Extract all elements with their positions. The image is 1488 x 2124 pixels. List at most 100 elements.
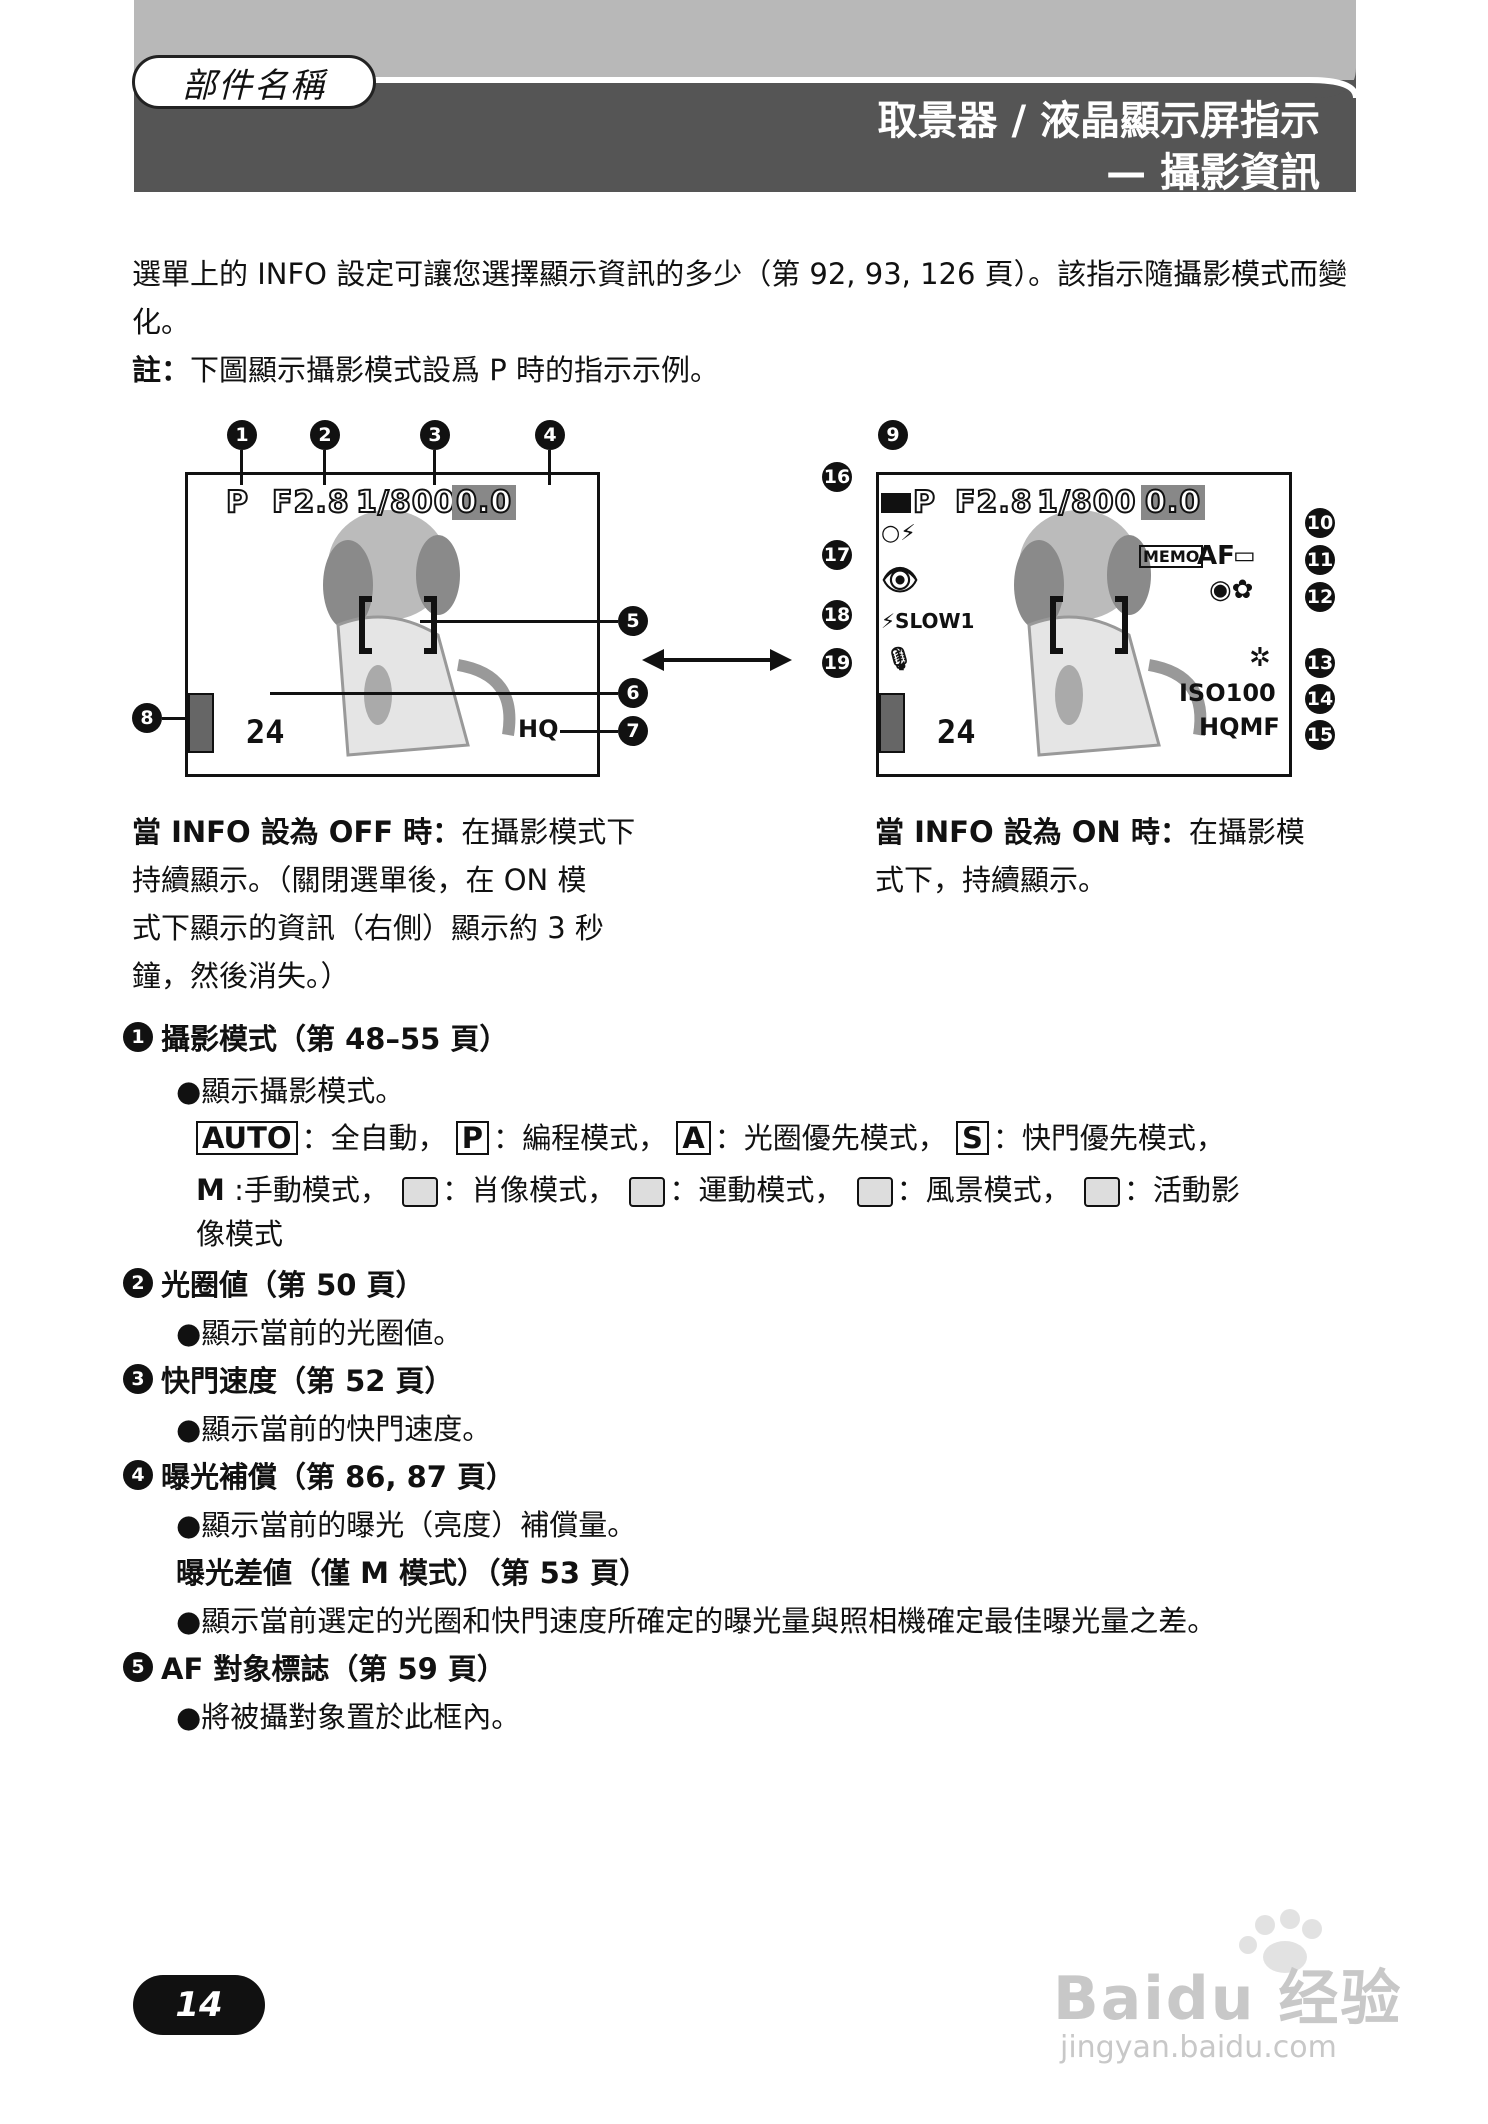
- lcd-right-diagram: P F2.8 1/800 0.0 ○⚡ 👁 ⚡SLOW1 🎙 MEMO AF ▭…: [876, 472, 1292, 777]
- callout-15: 15: [1305, 720, 1335, 750]
- iso-text: ISO100: [1179, 679, 1276, 707]
- item-title: 快門速度（第 52 頁）: [161, 1364, 454, 1398]
- movie-mode-icon: [1083, 1177, 1120, 1207]
- callout-18: 18: [822, 600, 852, 630]
- mode-text: 活動影: [1152, 1173, 1240, 1207]
- item-title: 光圈値（第 50 頁）: [161, 1268, 425, 1302]
- callout-4: 4: [535, 420, 565, 450]
- item-bullet: ●顯示當前的快門速度。: [176, 1412, 492, 1446]
- page-number: 14: [133, 1975, 265, 2035]
- item-number: 2: [123, 1268, 153, 1298]
- caption-off-bold: 當 INFO 設為 OFF 時：: [132, 815, 462, 849]
- frames-remaining: 24: [937, 713, 976, 751]
- mode-text: 全自動，: [330, 1121, 447, 1155]
- callout-5: 5: [618, 606, 648, 636]
- item-number: 4: [123, 1460, 153, 1490]
- lcd-exposure-text: 0.0: [452, 484, 517, 521]
- lcd-mode-text: P: [225, 484, 249, 521]
- item-bullet: ●將被攝對象置於此框內。: [176, 1700, 521, 1734]
- item-bullet: ●顯示當前的光圈値。: [176, 1316, 463, 1350]
- quality-mode: HQMF: [1199, 713, 1280, 741]
- battery-icon: [881, 493, 911, 513]
- metering-macro-icon: ◉✿: [1209, 575, 1254, 605]
- lcd-exposure-text: 0.0: [1141, 484, 1206, 521]
- leader-line: [433, 450, 436, 485]
- section-tab: 部件名稱: [132, 55, 376, 109]
- mode-text: 肖像模式，: [471, 1173, 617, 1207]
- item-heading-4: 4 曝光補償（第 86, 87 頁）: [123, 1454, 515, 1496]
- item-subtitle: 曝光差値（僅 M 模式）（第 53 頁）: [176, 1556, 649, 1590]
- caption-on-bold: 當 INFO 設為 ON 時：: [875, 815, 1189, 849]
- lcd-shutter-text: 1/800: [355, 484, 456, 521]
- leader-line: [560, 730, 618, 733]
- callout-12: 12: [1305, 582, 1335, 612]
- mode-list: AUTO：全自動， P：編程模式， A：光圈優先模式， S：快門優先模式， M …: [196, 1112, 1396, 1252]
- caption-on-line: 式下，持續顯示。: [875, 863, 1108, 897]
- watermark-url: jingyan.baidu.com: [1060, 2030, 1337, 2065]
- item-number: 5: [123, 1652, 153, 1682]
- mode-text: 光圈優先模式，: [743, 1121, 947, 1155]
- item-number: 1: [123, 1022, 153, 1052]
- callout-13: 13: [1305, 648, 1335, 678]
- callout-9: 9: [878, 420, 908, 450]
- baidu-paw-watermark-icon: [1239, 1909, 1322, 1973]
- callout-6: 6: [618, 678, 648, 708]
- callout-2: 2: [310, 420, 340, 450]
- callout-7: 7: [618, 716, 648, 746]
- note: 註：下圖顯示攝影模式設爲 P 時的指示示例。: [132, 346, 1362, 394]
- intro-paragraph: 選單上的 INFO 設定可讓您選擇顯示資訊的多少（第 92, 93, 126 頁…: [132, 257, 1348, 339]
- item-bullet: ●顯示當前的曝光（亮度）補償量。: [176, 1508, 637, 1542]
- white-balance-icon: ✲: [1249, 643, 1271, 673]
- m-mode-label: M: [196, 1173, 225, 1207]
- item-bullet: ●顯示攝影模式。: [176, 1074, 405, 1108]
- landscape-mode-icon: [856, 1177, 893, 1207]
- leader-line: [420, 620, 618, 623]
- caption-info-on: 當 INFO 設為 ON 時：在攝影模 式下，持續顯示。: [875, 808, 1345, 904]
- lcd-aperture-text: F2.8: [954, 484, 1033, 521]
- af-target-mark-icon: [359, 596, 437, 654]
- mode-text: 像模式: [196, 1217, 284, 1251]
- caption-off-line: 在攝影模式下: [461, 815, 636, 849]
- auto-mode-label: AUTO: [196, 1121, 298, 1155]
- lcd-shutter-text: 1/800: [1036, 484, 1137, 521]
- mode-text: 快門優先模式，: [1021, 1121, 1225, 1155]
- double-arrow-icon: [642, 649, 792, 671]
- lcd-left-diagram: P F2.8 1/800 0.0 24 HQ: [185, 472, 600, 777]
- portrait-mode-icon: [402, 1177, 439, 1207]
- callout-14: 14: [1305, 684, 1335, 714]
- callout-19: 19: [822, 648, 852, 678]
- callout-11: 11: [1305, 545, 1335, 575]
- mode-text: 手動模式，: [243, 1173, 389, 1207]
- note-label: 註：: [132, 353, 191, 387]
- item-title: 曝光補償（第 86, 87 頁）: [161, 1460, 516, 1494]
- item-title: 攝影模式（第 48–55 頁）: [161, 1022, 509, 1056]
- note-text: 下圖顯示攝影模式設爲 P 時的指示示例。: [190, 353, 719, 387]
- header-curve: [134, 68, 1356, 98]
- page-title: 取景器 / 液晶顯示屏指示: [877, 98, 1320, 144]
- red-eye-icon: 👁: [881, 563, 920, 598]
- callout-1: 1: [227, 420, 257, 450]
- leader-line: [270, 692, 618, 695]
- leader-line: [162, 717, 187, 720]
- callout-17: 17: [822, 540, 852, 570]
- item-bullet: ●顯示當前選定的光圈和快門速度所確定的曝光量與照相機確定最佳曝光量之差。: [176, 1604, 1217, 1638]
- battery-bar-icon: [188, 693, 214, 753]
- mode-text: 運動模式，: [698, 1173, 844, 1207]
- callout-16: 16: [822, 462, 852, 492]
- callout-8: 8: [132, 703, 162, 733]
- sports-mode-icon: [629, 1177, 666, 1207]
- frames-remaining: 24: [246, 713, 285, 751]
- af-text: AF: [1197, 541, 1235, 571]
- item-title: AF 對象標誌（第 59 頁）: [161, 1652, 506, 1686]
- lcd-aperture-text: F2.8: [271, 484, 350, 521]
- leader-line: [240, 450, 243, 485]
- quality-mode: HQ: [518, 715, 559, 743]
- p-mode-label: P: [455, 1121, 490, 1155]
- item-heading-5: 5 AF 對象標誌（第 59 頁）: [123, 1646, 506, 1688]
- leader-line: [548, 450, 551, 485]
- flash-slow-text: ⚡SLOW1: [881, 609, 975, 633]
- microphone-icon: 🎙: [885, 647, 913, 672]
- caption-off-line: 式下顯示的資訊（右側）顯示約 3 秒: [132, 911, 604, 945]
- a-mode-label: A: [676, 1121, 711, 1155]
